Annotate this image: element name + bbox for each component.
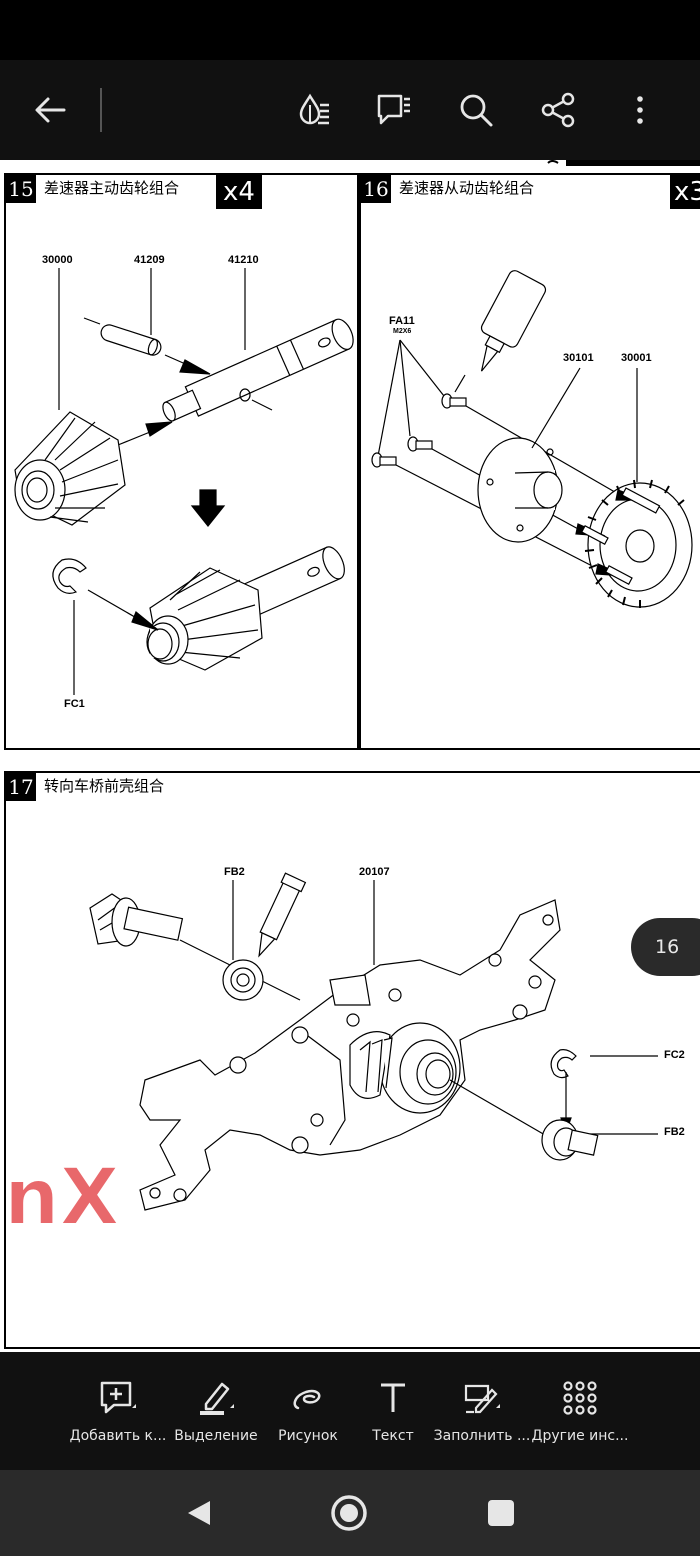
tool-label: Рисунок bbox=[278, 1428, 338, 1444]
tool-highlight[interactable]: Выделение bbox=[168, 1378, 264, 1458]
tool-fill-sign[interactable]: Заполнить ... bbox=[432, 1378, 532, 1458]
part-label-fb2-right: FB2 bbox=[664, 1126, 685, 1138]
panel-16-frame bbox=[359, 173, 700, 750]
annotation-toolbar: Добавить к... Выделение Рисунок Текст За… bbox=[0, 1352, 700, 1470]
reading-mode-button[interactable] bbox=[282, 78, 346, 142]
add-comment-icon bbox=[100, 1381, 136, 1414]
tool-more[interactable]: Другие инс... bbox=[532, 1378, 628, 1458]
panel-16-number: 16 bbox=[361, 175, 391, 203]
panel-15-drawing bbox=[14, 268, 354, 695]
comment-list-icon bbox=[377, 94, 410, 125]
part-label-41209: 41209 bbox=[134, 254, 165, 266]
share-icon bbox=[541, 92, 575, 128]
status-bar bbox=[0, 0, 700, 60]
tool-draw[interactable]: Рисунок bbox=[266, 1378, 350, 1458]
nav-home-button[interactable] bbox=[324, 1488, 374, 1538]
panel-17-frame bbox=[4, 771, 700, 1349]
panel-17-number: 17 bbox=[6, 773, 36, 801]
part-label-30101: 30101 bbox=[563, 352, 594, 364]
watermark-logo: nX bbox=[4, 1153, 120, 1243]
share-button[interactable] bbox=[526, 78, 590, 142]
panel-17-title: 转向车桥前壳组合 bbox=[44, 777, 165, 795]
tool-text[interactable]: Текст bbox=[356, 1378, 430, 1458]
toolbar-divider bbox=[100, 88, 102, 132]
part-label-41210: 41210 bbox=[228, 254, 259, 266]
tool-label: Заполнить ... bbox=[433, 1428, 531, 1444]
part-label-fc1: FC1 bbox=[64, 698, 85, 710]
highlight-pen-icon bbox=[200, 1382, 234, 1415]
part-label-fa11: FA11 bbox=[389, 315, 415, 327]
part-label-m2x6: M2X6 bbox=[393, 328, 412, 335]
panel-15-title: 差速器主动齿轮组合 bbox=[44, 179, 180, 197]
tool-label: Выделение bbox=[174, 1428, 258, 1444]
tool-label: Текст bbox=[372, 1428, 414, 1444]
panel-16-quantity: x3 bbox=[670, 175, 700, 209]
panel-17-drawing bbox=[89, 872, 658, 1211]
back-triangle-icon bbox=[188, 1501, 210, 1525]
text-icon bbox=[381, 1383, 405, 1412]
page-number-badge[interactable]: 16 bbox=[631, 918, 700, 976]
panel-15-quantity: x4 bbox=[216, 175, 262, 209]
grid-more-icon bbox=[563, 1381, 597, 1415]
panel-16-drawing bbox=[371, 270, 693, 608]
top-app-bar bbox=[0, 60, 700, 160]
panel-16-title: 差速器从动齿轮组合 bbox=[399, 179, 535, 197]
arrow-left-icon bbox=[35, 97, 66, 123]
part-label-30000: 30000 bbox=[42, 254, 73, 266]
more-vertical-icon bbox=[637, 96, 643, 124]
system-navigation-bar bbox=[0, 1470, 700, 1556]
axle-housing bbox=[139, 899, 561, 1211]
nav-back-button[interactable] bbox=[174, 1488, 224, 1538]
panel-15-frame bbox=[4, 173, 359, 750]
search-button[interactable] bbox=[444, 78, 508, 142]
reading-mode-icon bbox=[299, 93, 329, 125]
nav-recents-button[interactable] bbox=[476, 1488, 526, 1538]
tool-label: Другие инс... bbox=[531, 1428, 629, 1444]
part-label-20107: 20107 bbox=[359, 866, 390, 878]
part-label-fc2: FC2 bbox=[664, 1049, 685, 1061]
tool-label: Добавить к... bbox=[69, 1428, 167, 1444]
fill-sign-icon bbox=[464, 1384, 500, 1414]
panel-15-number: 15 bbox=[6, 175, 36, 203]
search-icon bbox=[460, 94, 493, 127]
freehand-draw-icon bbox=[293, 1389, 321, 1410]
pdf-page-viewport[interactable]: nX 15 差速器主动齿轮组合 x4 30000 41209 41210 FC1… bbox=[0, 160, 700, 1352]
back-button[interactable] bbox=[18, 78, 82, 142]
home-circle-icon bbox=[331, 1495, 367, 1531]
bevel-gear-small bbox=[14, 411, 126, 526]
more-options-button[interactable] bbox=[608, 78, 672, 142]
assembly-diagram: nX bbox=[3, 160, 700, 1349]
part-label-fb2: FB2 bbox=[224, 866, 245, 878]
tool-add-comment[interactable]: Добавить к... bbox=[68, 1378, 168, 1458]
part-label-30001: 30001 bbox=[621, 352, 652, 364]
comment-list-button[interactable] bbox=[362, 78, 426, 142]
recents-square-icon bbox=[488, 1500, 514, 1526]
